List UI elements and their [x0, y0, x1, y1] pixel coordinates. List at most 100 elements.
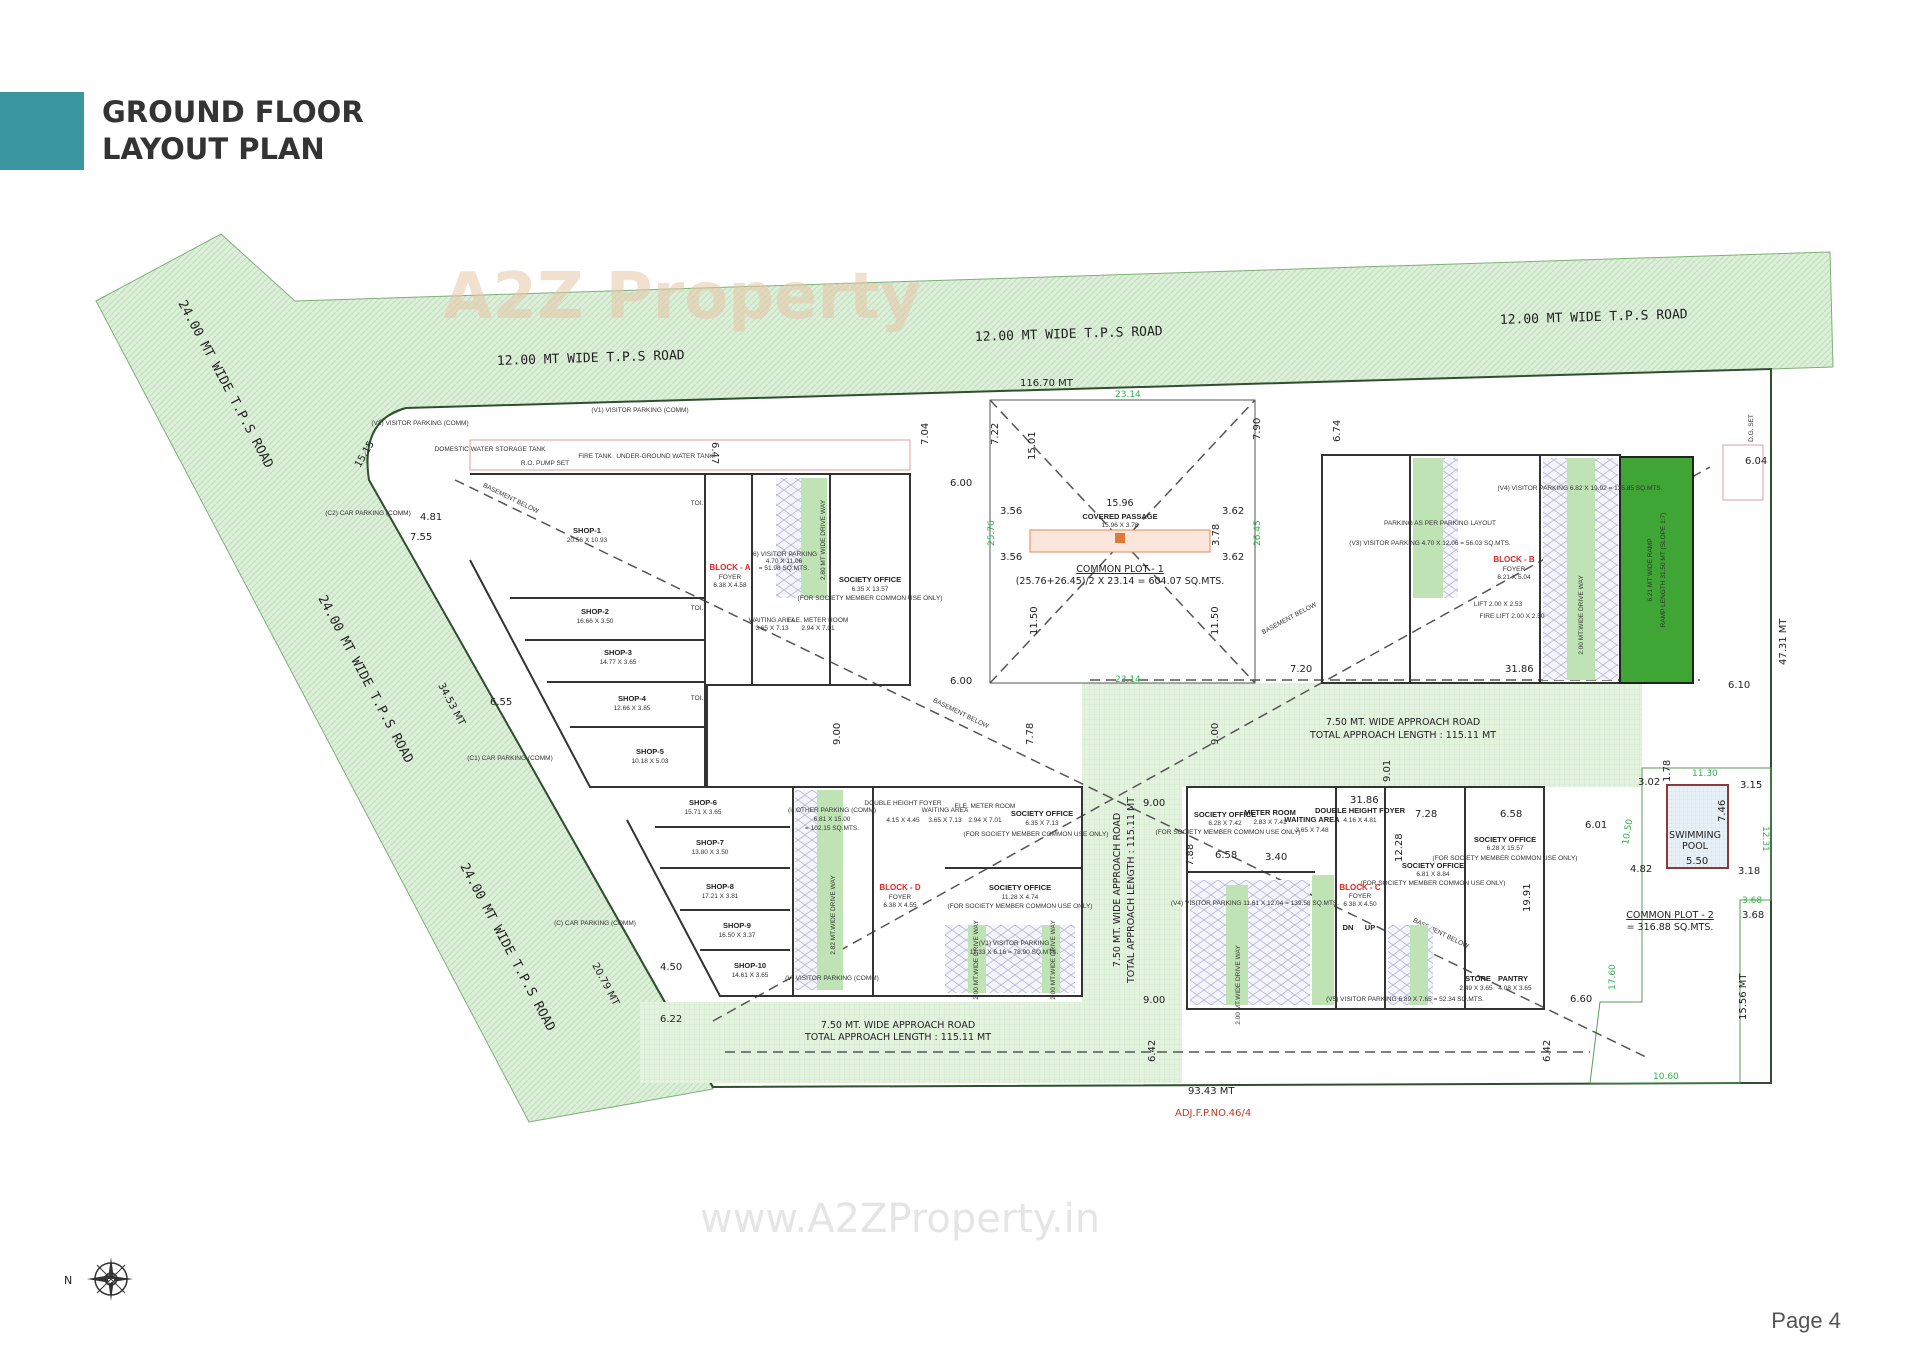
block-d-visitor: (V) VISITOR PARKING (COMM): [785, 975, 879, 982]
shop-9-size: 16.50 X 3.37: [719, 932, 756, 939]
dim-728: 7.28: [1415, 809, 1437, 820]
common-plot-1-outline: [989, 399, 1256, 684]
drive-way-block-d-3: [1042, 925, 1060, 993]
block-c-society-3-size: 6.28 X 15.57: [1487, 845, 1524, 852]
block-c-foyer: FOYER: [1349, 893, 1372, 900]
block-c-dh-size: 4.16 X 4.81: [1343, 817, 1377, 824]
block-a-parking-area: = 51.98 SQ.MTS.: [759, 565, 810, 572]
drive-way-block-c: [1226, 885, 1248, 1005]
approach-road-horizontal: [1082, 683, 1642, 787]
block-d-waiting: WAITING AREA: [922, 807, 969, 814]
dim: 6.00: [950, 478, 972, 489]
dim: 6.47: [709, 442, 720, 464]
block-d-society-size: 6.35 X 7.13: [1025, 820, 1059, 827]
approach-road-label: 7.50 MT. WIDE APPROACH ROAD: [1326, 717, 1480, 728]
dim: 9.00: [1143, 995, 1165, 1006]
block-c-note-2: (FOR SOCIETY MEMBER COMMON USE ONLY): [1361, 880, 1506, 887]
dim-left-bottom: 3.56: [1000, 552, 1022, 563]
shop-labels: SHOP-1 20.56 X 10.93 SHOP-2 16.66 X 3.50…: [567, 526, 669, 765]
shop-2-name: SHOP-2: [581, 607, 609, 616]
drive-way-block-d: [817, 790, 843, 990]
dim: 9.00: [1210, 723, 1221, 745]
block-d-other-parking: (ⅰ) OTHER PARKING (COMM): [788, 807, 876, 814]
block-c-store: STORE: [1465, 974, 1491, 983]
visitor-parking-v2: (V2) VISITOR PARKING (COMM): [371, 420, 468, 427]
shop-5-name: SHOP-5: [636, 747, 664, 756]
block-d-foyer-size: 6.38 X 4.55: [883, 902, 917, 909]
title-line-1: GROUND FLOOR: [102, 95, 364, 129]
dim: 6.42: [1147, 1040, 1158, 1062]
block-d-driveway-small-2: 2.00 MT.WIDE DRIVE WAY: [1050, 920, 1057, 1000]
shop-6-size: 15.71 X 3.65: [685, 809, 722, 816]
dim: 4.50: [660, 962, 682, 973]
road-label-top-1: 12.00 MT WIDE T.P.S ROAD: [497, 348, 685, 369]
dim: 4.81: [420, 512, 442, 523]
basement-below-label: BASEMENT BELOW: [1261, 601, 1319, 636]
approach-length-label-vertical: TOTAL APPROACH LENGTH : 115.11 MT: [1126, 797, 1137, 984]
page-title: GROUND FLOOR LAYOUT PLAN: [102, 94, 364, 168]
shop-7-size: 13.80 X 3.50: [692, 849, 729, 856]
block-a-name: BLOCK - A: [709, 563, 750, 572]
dg-set-area: [1722, 444, 1764, 501]
ramp-label: 6.21 MT WIDE RAMP: [1647, 538, 1654, 601]
block-a-society-note: (FOR SOCIETY MEMBER COMMON USE ONLY): [798, 595, 943, 602]
block-d-meter-size: 2.94 X 7.01: [968, 817, 1002, 824]
block-d-society-2-size: 11.28 X 4.74: [1002, 894, 1039, 901]
parking-block-d: [795, 790, 817, 990]
block-d-dh-size: 4.15 X 4.45: [886, 817, 920, 824]
adjacent-plot: ADJ.F.P.NO.46/4: [1175, 1108, 1251, 1119]
dim: 23.14: [1115, 675, 1141, 685]
dim: 23.14: [1115, 390, 1141, 400]
shop-labels-lower: SHOP-6 15.71 X 3.65 SHOP-7 13.80 X 3.50 …: [685, 798, 769, 979]
block-c-store-size: 2.49 X 3.65: [1459, 985, 1493, 992]
dim: 6.01: [1585, 820, 1607, 831]
dim: 6.10: [1728, 680, 1750, 691]
domestic-tank: DOMESTIC WATER STORAGE TANK: [435, 446, 547, 453]
block-c-note: (FOR SOCIETY MEMBER COMMON USE ONLY): [1156, 829, 1301, 836]
dim: 11.50: [1029, 606, 1040, 635]
dg-set: D.G. SET: [1748, 414, 1755, 442]
drive-way-block-b: [1413, 458, 1443, 598]
north-compass-icon: [87, 1257, 133, 1301]
pool-d178: 1.78: [1662, 760, 1673, 782]
block-d-v1-size: 11.33 X 6.16 = 78.90 SQ.MTS.: [970, 949, 1059, 956]
block-a-society: SOCIETY OFFICE: [839, 575, 901, 584]
dim-1991: 19.91: [1522, 883, 1533, 912]
compass-north-label: N: [64, 1274, 72, 1287]
block-c-foyer-size: 6.38 X 4.50: [1343, 901, 1377, 908]
shop-1-size: 20.56 X 10.93: [567, 537, 608, 544]
basement-ramp: [1619, 456, 1694, 684]
covered-passage-size: 15.96 X 3.78: [1102, 522, 1139, 529]
approach-length-label: TOTAL APPROACH LENGTH : 115.11 MT: [1309, 730, 1496, 741]
drive-way-block-c-3: [1410, 925, 1428, 1005]
swimming-pool: [1666, 784, 1729, 869]
dim: 31.86: [1350, 795, 1379, 806]
drive-way-block-a: [801, 478, 827, 598]
common-plot-1-formula: (25.76+26.45)/2 X 23.14 = 604.07 SQ.MTS.: [1016, 576, 1225, 587]
toilet-label: TOI.: [691, 500, 704, 507]
dim: 7.20: [1290, 664, 1312, 675]
block-d-other-area: = 102.15 SQ.MTS.: [805, 825, 859, 832]
dim: 10.60: [1653, 1072, 1679, 1082]
block-c-meter: METER ROOM: [1244, 808, 1296, 817]
block-d-society-2: SOCIETY OFFICE: [989, 883, 1051, 892]
block-c-society-3: SOCIETY OFFICE: [1474, 835, 1536, 844]
shop-4-size: 12.66 X 3.85: [614, 705, 651, 712]
block-b-parking-layout: PARKING AS PER PARKING LAYOUT: [1384, 520, 1496, 527]
dim-left-top: 3.56: [1000, 506, 1022, 517]
road-label-top-2: 12.00 MT WIDE T.P.S ROAD: [975, 324, 1163, 345]
block-d-society: SOCIETY OFFICE: [1011, 809, 1073, 818]
dim-right-bottom: 3.62: [1222, 552, 1244, 563]
block-a-parking-size: 4.70 X 11.06: [766, 558, 803, 565]
block-b-lift: LIFT 2.00 X 2.53: [1474, 601, 1523, 608]
dim: 9.01: [1382, 760, 1393, 782]
dim: 12.31: [1760, 826, 1770, 852]
dim-bottom: 93.43 MT: [1188, 1086, 1235, 1097]
pool-length: 7.46: [1717, 800, 1728, 822]
block-c-society-2-size: 6.81 X 8.84: [1416, 871, 1450, 878]
block-c-dh-foyer: DOUBLE HEIGHT FOYER: [1315, 806, 1406, 815]
block-b-v4: (V4) VISITOR PARKING 6.82 X 19.92 = 135.…: [1497, 485, 1662, 492]
block-c-society: SOCIETY OFFICE: [1194, 810, 1256, 819]
toilet-label: TOI.: [691, 695, 704, 702]
common-plot-1-title: COMMON PLOT - 1: [1076, 564, 1164, 575]
